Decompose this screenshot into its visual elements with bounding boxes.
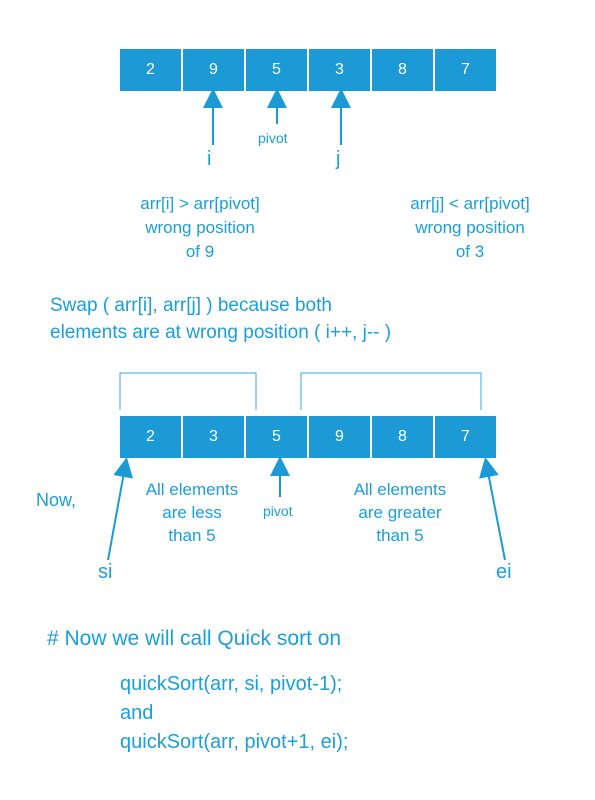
label-pivot-top: pivot — [258, 130, 288, 146]
bottom-cell-0: 2 — [120, 416, 181, 458]
swap-note-line-2: elements are at wrong position ( i++, j-… — [50, 322, 392, 343]
greater-note-line-3: than 5 — [376, 526, 424, 545]
top-cell-1: 9 — [183, 49, 244, 91]
code-line-1: quickSort(arr, si, pivot-1); — [120, 673, 343, 695]
bottom-cell-2: 5 — [246, 416, 307, 458]
arrow-ei — [479, 457, 506, 561]
label-j: j — [336, 148, 341, 170]
bottom-cell-1: 3 — [183, 416, 244, 458]
bracket-left — [119, 372, 257, 410]
arrow-si — [107, 457, 134, 561]
right-note-line-2: wrong position — [415, 218, 525, 237]
top-cell-4: 8 — [372, 49, 433, 91]
top-cell-5: 7 — [435, 49, 496, 91]
call-heading: # Now we will call Quick sort on — [47, 627, 342, 650]
label-pivot-bottom: pivot — [263, 503, 293, 519]
bottom-cell-3: 9 — [309, 416, 370, 458]
left-note-line-1: arr[i] > arr[pivot] — [140, 194, 260, 213]
left-note-line-3: of 9 — [185, 242, 215, 261]
label-now: Now, — [36, 490, 77, 510]
top-cell-0: 2 — [120, 49, 181, 91]
bracket-right — [300, 372, 482, 410]
swap-note-line-1: Swap ( arr[i], arr[j] ) because both — [50, 295, 332, 316]
swap-note: Swap ( arr[i], arr[j] ) because both ele… — [50, 292, 391, 346]
left-note-line-2: wrong position — [145, 218, 255, 237]
right-note-line-3: of 3 — [455, 242, 485, 261]
greater-note-line-2: are greater — [358, 503, 442, 522]
bottom-cell-5: 7 — [435, 416, 496, 458]
label-i: i — [207, 148, 212, 170]
less-note: All elements are less than 5 — [122, 478, 262, 547]
label-si: si — [98, 561, 113, 583]
less-note-line-3: than 5 — [168, 526, 216, 545]
label-ei: ei — [496, 561, 512, 583]
less-note-line-1: All elements — [145, 480, 239, 499]
right-note-line-1: arr[j] < arr[pivot] — [410, 194, 530, 213]
less-note-line-2: are less — [162, 503, 222, 522]
greater-note: All elements are greater than 5 — [330, 478, 470, 547]
top-cell-2: 5 — [246, 49, 307, 91]
left-note: arr[i] > arr[pivot] wrong position of 9 — [100, 192, 300, 264]
greater-note-line-1: All elements — [353, 480, 447, 499]
right-note: arr[j] < arr[pivot] wrong position of 3 — [370, 192, 570, 264]
top-cell-3: 3 — [309, 49, 370, 91]
code-line-2: and — [120, 702, 154, 724]
bottom-cell-4: 8 — [372, 416, 433, 458]
code-line-3: quickSort(arr, pivot+1, ei); — [120, 731, 349, 753]
